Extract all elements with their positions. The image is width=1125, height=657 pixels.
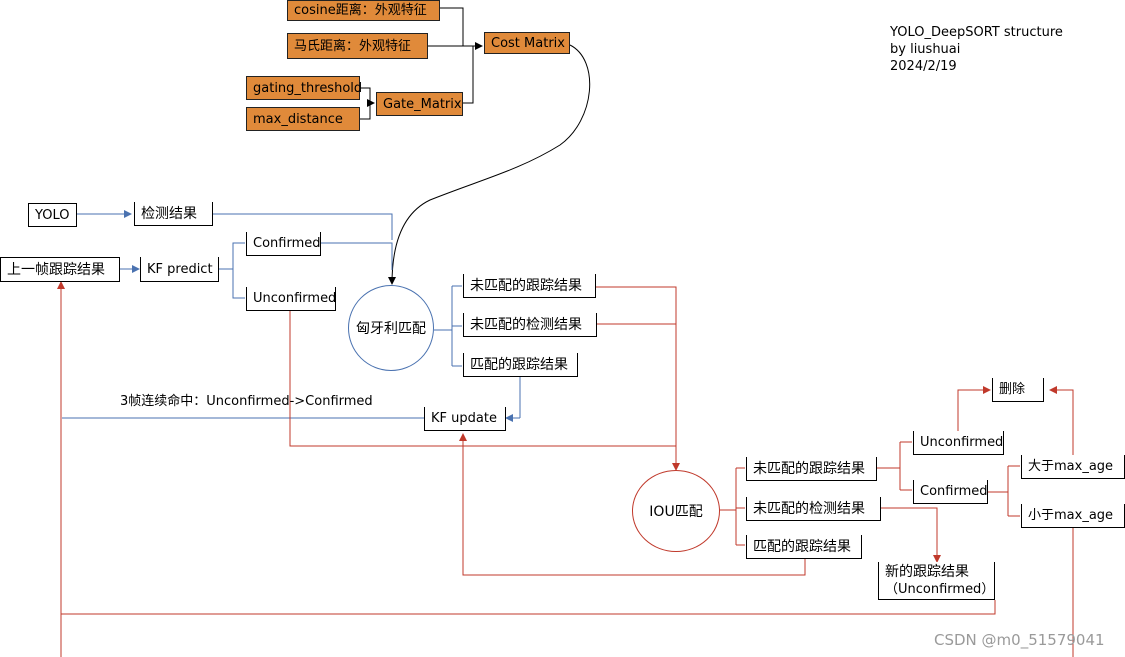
- cost-matrix-box: Cost Matrix: [484, 32, 570, 54]
- iou-unmatched-tracks-box: 未匹配的跟踪结果: [746, 457, 877, 481]
- confirmed-tracks-box: Confirmed: [246, 232, 321, 256]
- less-than-max-age-box: 小于max_age: [1021, 504, 1125, 528]
- title-line-1: YOLO_DeepSORT structure: [890, 25, 1063, 40]
- yolo-box: YOLO: [28, 203, 77, 227]
- max-distance-box: max_distance: [246, 107, 360, 131]
- title-line-3: 2024/2/19: [890, 59, 957, 74]
- new-tracks-label: 新的跟踪结果: [885, 564, 969, 580]
- gating-threshold-box: gating_threshold: [246, 76, 362, 100]
- cost-connectors: [360, 7, 591, 285]
- kf-update-box: KF update: [424, 407, 506, 431]
- blue-connectors: [62, 210, 521, 422]
- iou-match-node: IOU匹配: [632, 470, 720, 552]
- iou-unmatched-detections-box: 未匹配的检测结果: [746, 497, 881, 521]
- red-connectors: [57, 281, 1074, 657]
- watermark: CSDN @m0_51579041: [934, 631, 1105, 649]
- iou-unconfirmed-box: Unconfirmed: [913, 431, 1004, 455]
- title-line-2: by liushuai: [890, 42, 961, 57]
- iou-confirmed-box: Confirmed: [913, 480, 988, 504]
- hungarian-unmatched-tracks-box: 未匹配的跟踪结果: [463, 274, 596, 298]
- new-tracks-box: 新的跟踪结果 （Unconfirmed）: [878, 562, 995, 600]
- cosine-distance-box: cosine距离：外观特征: [287, 0, 440, 21]
- kf-predict-box: KF predict: [140, 257, 219, 282]
- gate-matrix-box: Gate_Matrix: [376, 92, 463, 116]
- greater-than-max-age-box: 大于max_age: [1021, 455, 1125, 479]
- iou-matched-tracks-box: 匹配的跟踪结果: [746, 535, 862, 559]
- new-tracks-status: （Unconfirmed）: [885, 582, 995, 597]
- hungarian-match-node: 匈牙利匹配: [348, 285, 434, 371]
- hungarian-matched-tracks-box: 匹配的跟踪结果: [463, 353, 578, 377]
- unconfirmed-tracks-box: Unconfirmed: [246, 287, 336, 311]
- hungarian-unmatched-detections-box: 未匹配的检测结果: [463, 313, 597, 337]
- previous-tracks-box: 上一帧跟踪结果: [0, 257, 120, 282]
- mahalanobis-distance-box: 马氏距离：外观特征: [287, 33, 428, 59]
- detections-box: 检测结果: [134, 202, 213, 226]
- delete-box: 删除: [992, 378, 1044, 402]
- confirm-rule-note: 3帧连续命中：Unconfirmed->Confirmed: [120, 394, 373, 409]
